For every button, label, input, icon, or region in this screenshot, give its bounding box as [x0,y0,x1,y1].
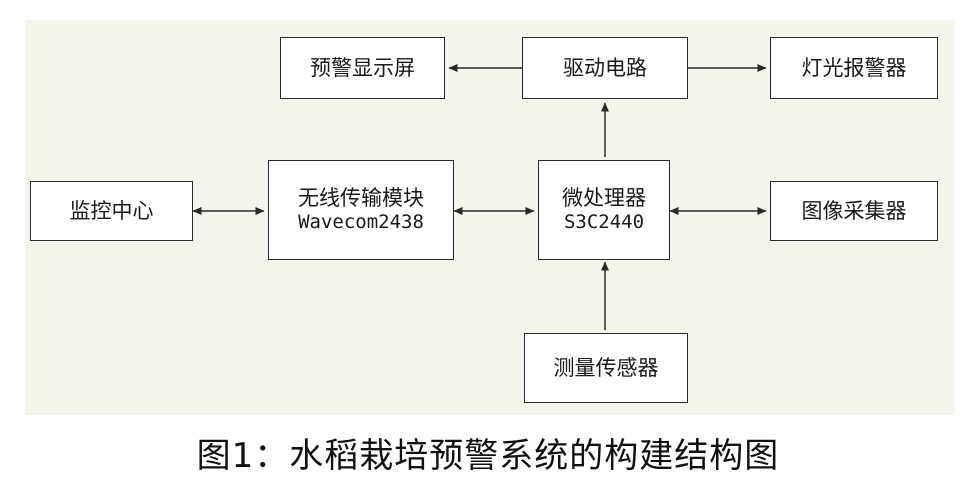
wireless-module-box: 无线传输模块 Wavecom2438 [268,160,454,260]
warning-display-box: 预警显示屏 [280,37,445,99]
microprocessor-label: 微处理器 [562,186,646,210]
figure-caption: 图1：水稻栽培预警系统的构建结构图 [196,436,780,476]
wireless-module-model: Wavecom2438 [298,211,424,234]
wireless-module-label: 无线传输模块 [298,186,424,210]
image-collector-box: 图像采集器 [770,181,938,241]
microprocessor-model: S3C2440 [563,211,645,234]
image-collector-label: 图像采集器 [801,198,907,223]
light-alarm-box: 灯光报警器 [770,37,938,99]
monitoring-center-box: 监控中心 [30,181,193,241]
warning-display-label: 预警显示屏 [310,55,415,80]
microprocessor-box: 微处理器 S3C2440 [538,160,670,260]
light-alarm-label: 灯光报警器 [801,55,907,80]
driver-circuit-label: 驱动电路 [563,55,647,80]
monitoring-center-label: 监控中心 [69,198,154,223]
measurement-sensor-label: 测量传感器 [553,355,659,380]
measurement-sensor-box: 测量传感器 [524,333,688,403]
driver-circuit-box: 驱动电路 [522,37,688,99]
